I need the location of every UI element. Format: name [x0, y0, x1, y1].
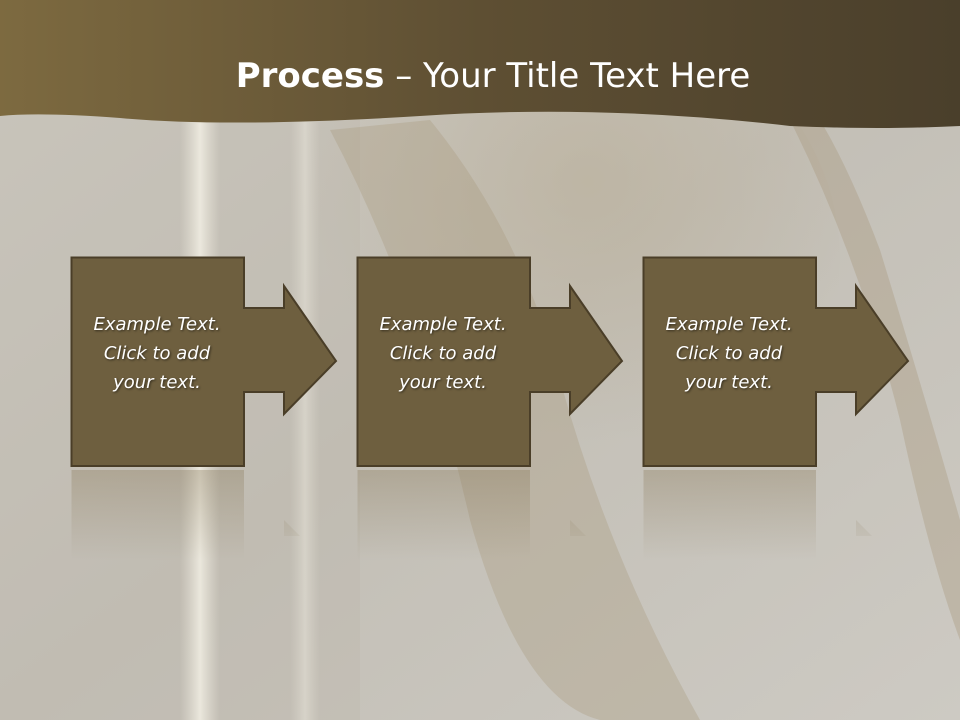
process-step-1[interactable]: Example Text. Click to add your text.	[70, 256, 340, 468]
arrow-box-shape-3	[642, 256, 910, 467]
step-1-text[interactable]: Example Text. Click to add your text.	[93, 314, 221, 393]
step-2-reflection	[357, 470, 586, 560]
slide-title[interactable]: Process – Your Title Text Here	[0, 52, 960, 100]
step-1-reflection	[71, 470, 300, 560]
process-step-3[interactable]: Example Text. Click to add your text.	[642, 256, 912, 468]
arrow-box-shape-1	[70, 256, 338, 467]
step-3-reflection	[643, 470, 872, 560]
arrow-box-shape-2	[356, 256, 624, 467]
step-2-text[interactable]: Example Text. Click to add your text.	[379, 314, 507, 393]
step-3-text[interactable]: Example Text. Click to add your text.	[665, 314, 793, 393]
title-bold: Process	[235, 56, 385, 96]
title-rest: – Your Title Text Here	[384, 56, 751, 96]
process-step-2[interactable]: Example Text. Click to add your text.	[356, 256, 626, 468]
